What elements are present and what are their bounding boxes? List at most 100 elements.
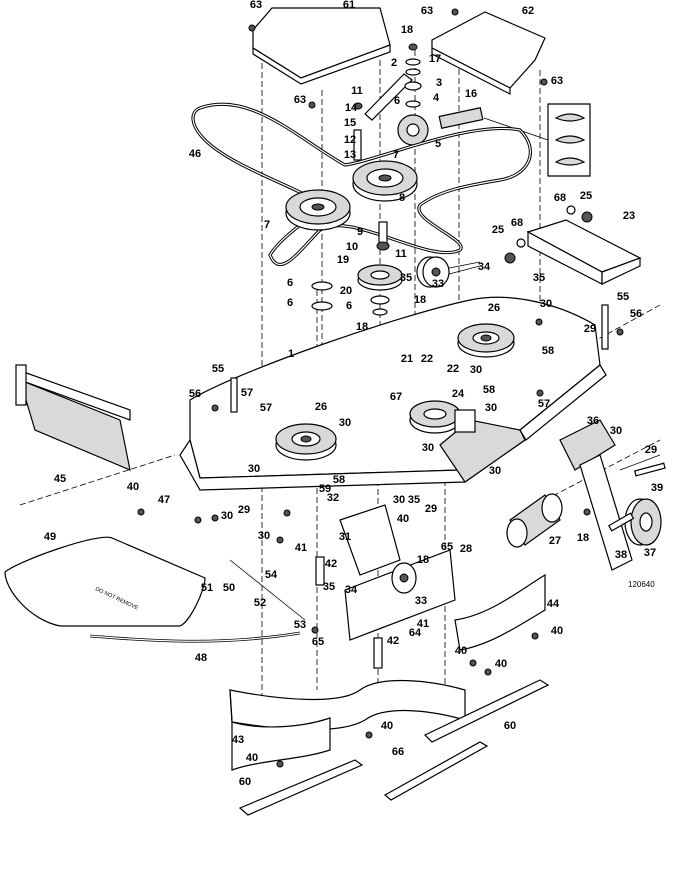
blade-center: [383, 741, 489, 801]
callout-30: 30: [540, 298, 552, 310]
callout-33: 33: [415, 595, 427, 607]
clutch-pulley: [409, 400, 476, 434]
callout-40: 40: [551, 625, 563, 637]
callout-23: 23: [623, 210, 635, 222]
callout-43: 43: [232, 734, 244, 746]
callout-2: 2: [391, 57, 397, 69]
callout-3: 3: [436, 77, 442, 89]
callout-18: 18: [414, 294, 426, 306]
callout-26: 26: [488, 302, 500, 314]
callout-38: 38: [615, 549, 627, 561]
anti-scalp-wheel: [608, 498, 662, 546]
callout-31: 31: [339, 531, 351, 543]
callout-22: 22: [447, 363, 459, 375]
callout-60: 60: [239, 776, 251, 788]
callout-40: 40: [397, 513, 409, 525]
callout-37: 37: [644, 547, 656, 559]
callout-21: 21: [401, 353, 413, 365]
callout-42: 42: [325, 558, 337, 570]
deck-baffle-rear: [454, 573, 546, 651]
callout-13: 13: [344, 149, 356, 161]
callout-29: 29: [425, 503, 437, 515]
callout-18: 18: [356, 321, 368, 333]
callout-63: 63: [421, 5, 433, 17]
callout-25: 25: [580, 190, 592, 202]
callout-15: 15: [344, 117, 356, 129]
blade-left: [238, 759, 364, 816]
callout-29: 29: [238, 504, 250, 516]
callout-53: 53: [294, 619, 306, 631]
drive-pulley-center: [352, 160, 418, 202]
callout-6: 6: [287, 297, 293, 309]
belt-cover-right: [431, 11, 546, 95]
callout-14: 14: [345, 102, 358, 114]
callout-40: 40: [381, 720, 393, 732]
callout-55: 55: [617, 291, 629, 303]
callout-18: 18: [577, 532, 589, 544]
callout-29: 29: [584, 323, 596, 335]
callout-29: 29: [645, 444, 657, 456]
discharge-chute: DO NOT REMOVE: [4, 536, 206, 627]
callout-22: 22: [421, 353, 433, 365]
callout-41: 41: [295, 542, 307, 554]
callout-49: 49: [44, 531, 56, 543]
callout-35: 35: [400, 272, 412, 284]
callout-30: 30: [489, 465, 501, 477]
blade-right: [423, 679, 550, 743]
callout-7: 7: [264, 219, 270, 231]
callout-28: 28: [460, 543, 472, 555]
callout-65: 65: [312, 636, 324, 648]
hardware-fasteners: [137, 8, 624, 768]
callout-63: 63: [551, 75, 563, 87]
lift-chain-left: [230, 377, 238, 413]
callout-52: 52: [254, 597, 266, 609]
idler-arm-assembly: [353, 43, 429, 161]
callout-9: 9: [357, 226, 363, 238]
callout-19: 19: [337, 254, 349, 266]
anti-scalp-bracket: [559, 419, 666, 571]
chute-rods: [89, 559, 306, 643]
spindle-pulley-right: [457, 323, 515, 358]
idler-spring: [438, 103, 591, 177]
callout-42: 42: [387, 635, 399, 647]
callout-12: 12: [344, 134, 356, 146]
callout-18: 18: [417, 554, 429, 566]
callout-40: 40: [455, 645, 467, 657]
callout-56: 56: [630, 308, 642, 320]
drive-pulley-left: [285, 189, 351, 231]
callout-63: 63: [250, 0, 262, 11]
callout-34: 34: [345, 584, 358, 596]
callout-4: 4: [433, 92, 440, 104]
callout-40: 40: [495, 658, 507, 670]
callout-57: 57: [241, 387, 253, 399]
drawing-code: 120640: [628, 580, 655, 589]
callout-35: 35: [323, 581, 335, 593]
callout-45: 45: [54, 473, 66, 485]
callout-62: 62: [522, 5, 534, 17]
callout-58: 58: [333, 474, 345, 486]
callout-40: 40: [246, 752, 258, 764]
callout-8: 8: [399, 192, 405, 204]
lift-chain-right: [601, 304, 609, 350]
callout-20: 20: [340, 285, 352, 297]
callout-57: 57: [538, 398, 550, 410]
callout-17: 17: [429, 53, 441, 65]
callout-54: 54: [265, 569, 278, 581]
callout-66: 66: [392, 746, 404, 758]
callout-11: 11: [395, 248, 407, 260]
callout-30: 30: [258, 530, 270, 542]
callout-36: 36: [587, 415, 599, 427]
callout-39: 39: [651, 482, 663, 494]
callout-58: 58: [542, 345, 554, 357]
callout-44: 44: [547, 598, 560, 610]
callout-27: 27: [549, 535, 561, 547]
callout-51: 51: [201, 582, 213, 594]
callout-58: 58: [483, 384, 495, 396]
callout-47: 47: [158, 494, 170, 506]
callout-6: 6: [287, 277, 293, 289]
callout-68: 68: [554, 192, 566, 204]
callout-55: 55: [212, 363, 224, 375]
callout-6: 6: [346, 300, 352, 312]
callout-32: 32: [327, 492, 339, 504]
